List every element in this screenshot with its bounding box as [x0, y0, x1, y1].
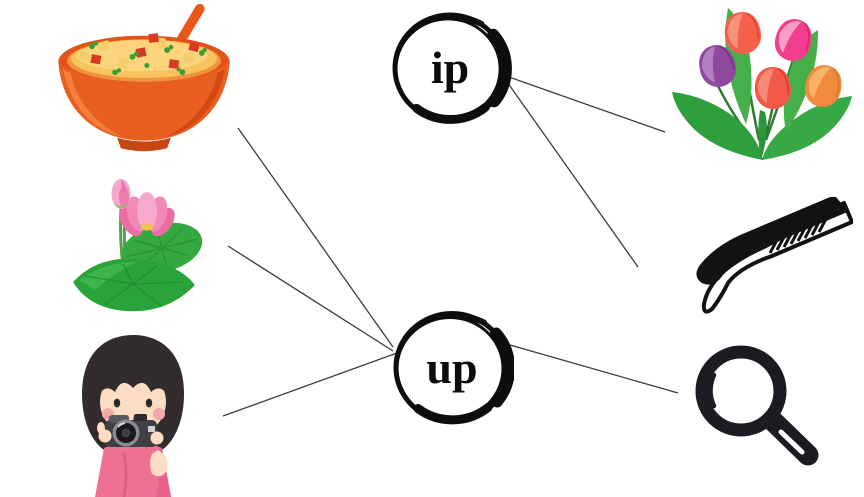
connection-line-ip-tulip: [505, 75, 666, 133]
soup-bowl-icon: [58, 3, 230, 152]
item-tulips[interactable]: [666, 2, 858, 167]
tulip-bouquet-icon: [672, 8, 852, 160]
word-node-up[interactable]: up: [390, 309, 514, 426]
connection-line-up-magnifier: [502, 342, 679, 394]
item-girl-with-camera[interactable]: [68, 330, 198, 497]
lotus-flower-icon: [73, 179, 203, 312]
tweezers-icon: [696, 197, 853, 314]
word-node-ip[interactable]: ip: [388, 11, 512, 125]
brush-circle-icon: [393, 311, 514, 425]
girl-with-camera-icon: [82, 335, 184, 497]
item-soup[interactable]: [46, 2, 242, 156]
item-lotus[interactable]: [64, 172, 206, 318]
word-label-up: up: [426, 341, 478, 393]
connection-line-girl-up: [222, 352, 398, 417]
item-magnifying-glass[interactable]: [688, 340, 825, 472]
connection-line-lotus-up: [227, 245, 394, 352]
connection-line-soup-up: [237, 127, 394, 348]
word-label-ip: ip: [430, 42, 470, 93]
brush-circle-icon: [392, 12, 512, 124]
item-tweezers[interactable]: [676, 197, 853, 316]
connection-line-ip-tweezers: [504, 78, 639, 268]
magnifying-glass-icon: [695, 345, 819, 466]
